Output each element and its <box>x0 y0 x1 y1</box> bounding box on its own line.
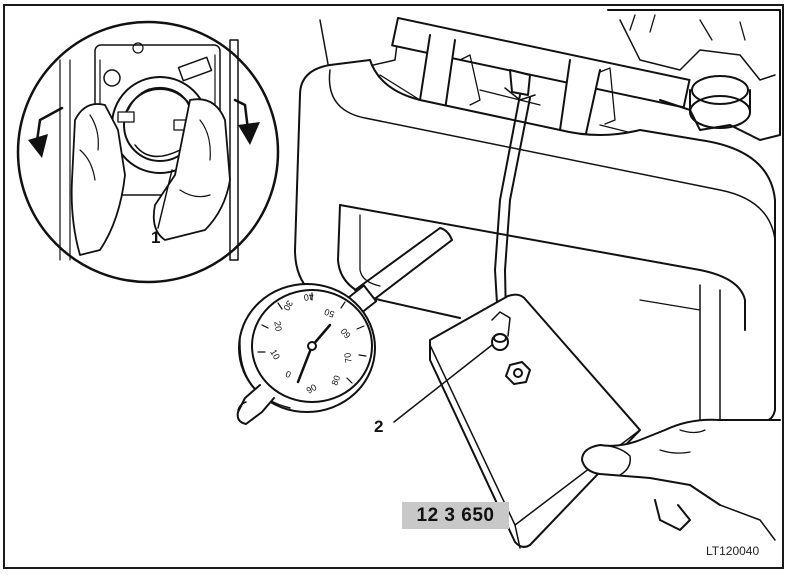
gauge-tick-20: 20 <box>272 320 284 332</box>
right-hand <box>581 418 781 541</box>
inset-detail <box>16 20 280 284</box>
reference-code: LT120040 <box>706 544 760 558</box>
gauge-rod <box>340 227 453 320</box>
sensor-cable <box>494 69 536 321</box>
engine-block <box>319 9 781 141</box>
gauge-tick-40: 40 <box>303 291 315 303</box>
callout-label-1: 1 <box>151 228 161 247</box>
test-box <box>429 293 641 549</box>
gauge-tick-10: 10 <box>268 348 282 362</box>
frame-border <box>3 4 784 569</box>
callout-label-2: 2 <box>374 417 384 436</box>
callout-2-leader <box>393 344 493 423</box>
dial-gauge <box>236 283 376 425</box>
gauge-tick-0: 0 <box>284 369 292 380</box>
gauge-tick-60: 60 <box>339 326 353 340</box>
tool-number-label: 12 3 650 <box>402 502 509 529</box>
gauge-tick-80: 80 <box>330 374 343 387</box>
callout-1-leader <box>157 169 173 229</box>
housing <box>294 59 776 423</box>
gauge-scale: 0 10 20 30 40 50 60 70 80 90 <box>268 291 353 395</box>
gauge-tick-30: 30 <box>281 299 295 313</box>
gauge-tick-50: 50 <box>323 307 336 320</box>
gauge-tick-90: 90 <box>305 382 319 396</box>
gauge-tick-70: 70 <box>342 352 354 364</box>
